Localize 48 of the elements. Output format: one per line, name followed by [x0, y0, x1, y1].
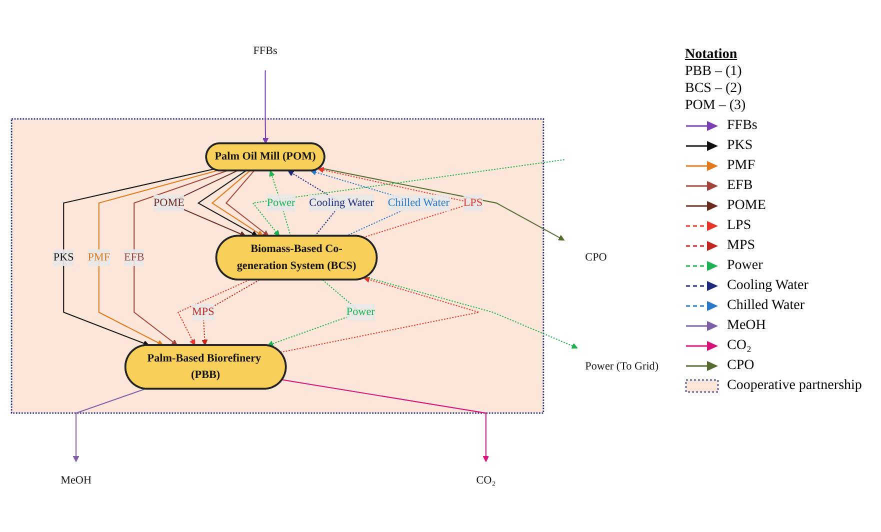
edge-label: Power: [266, 196, 296, 209]
legend-label: PKS: [727, 138, 753, 154]
arrow: [225, 170, 269, 236]
notation-text: PBB – (1): [685, 64, 743, 80]
edge-label: EFB: [124, 251, 144, 264]
arrow: [98, 170, 218, 346]
node-text: Power (To Grid): [585, 360, 659, 372]
legend-label: PMF: [727, 158, 756, 174]
legend-label: CO₂: [727, 338, 752, 354]
legend-label: MPS: [727, 238, 756, 254]
legend-label: MeOH: [727, 318, 766, 334]
edge-label: Power: [346, 306, 375, 318]
arrow: [134, 170, 228, 346]
arrow: [280, 276, 480, 353]
legend-label: FFBs: [727, 118, 758, 134]
edge-label: LPS: [463, 196, 483, 209]
legend-label: POME: [727, 198, 766, 214]
arrow: [282, 379, 489, 462]
arrow: [197, 170, 258, 236]
node-text: MeOH: [60, 474, 92, 486]
arrow: [366, 276, 578, 349]
legend-label: EFB: [727, 178, 753, 194]
legend-label: Power: [727, 258, 763, 274]
node-text: CO₂: [476, 474, 496, 486]
arrow: [211, 170, 264, 236]
arrow: [72, 388, 146, 462]
arrow: [177, 279, 250, 346]
notation-heading: Notation: [685, 47, 738, 63]
notation-text: BCS – (2): [685, 81, 743, 97]
legend-label: Cooling Water: [727, 278, 808, 294]
node-text: CPO: [585, 251, 607, 264]
legend-label: Chilled Water: [727, 298, 805, 314]
legend-label: Cooperative partnership: [727, 378, 862, 394]
edge-label: PMF: [88, 251, 110, 264]
node-text: FFBs: [253, 45, 278, 57]
edge-label: PKS: [53, 251, 74, 264]
arrow: [63, 168, 214, 346]
cluster: [10, 118, 544, 414]
legend-label: CPO: [727, 358, 754, 374]
arrow: [262, 70, 269, 144]
edge-label: Chilled Water: [388, 196, 450, 209]
edge-label: POME: [153, 196, 184, 209]
arrow: [202, 279, 260, 346]
edge-label: Cooling Water: [309, 196, 374, 209]
notation-text: POM – (3): [685, 98, 747, 114]
legend-label: LPS: [727, 218, 752, 234]
arrow: [319, 167, 565, 241]
edge-label: MPS: [192, 306, 214, 318]
